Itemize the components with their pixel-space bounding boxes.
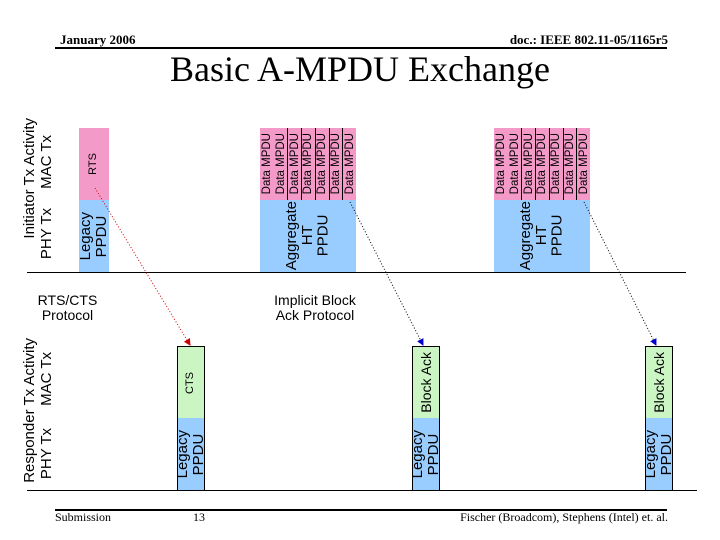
responder-baseline bbox=[27, 490, 697, 491]
footer-submission: Submission bbox=[55, 510, 112, 524]
aggregate-ht-ppdu: Aggregate HT PPDU bbox=[260, 200, 356, 272]
data-mpdu: Data MPDU bbox=[548, 128, 563, 200]
legacy-ppdu: Legacy PPDU bbox=[642, 418, 675, 490]
header-doc: doc.: IEEE 802.11-05/1165r5 bbox=[509, 32, 668, 47]
data-mpdu: Data MPDU bbox=[342, 128, 356, 200]
data-mpdu: Data MPDU bbox=[507, 128, 522, 200]
data-mpdu: Data MPDU bbox=[314, 128, 329, 200]
rts-frame: RTS bbox=[79, 128, 109, 200]
data-mpdu: Data MPDU bbox=[328, 128, 343, 200]
aggregate-ht-ppdu: Aggregate HT PPDU bbox=[494, 200, 590, 272]
legacy-ppdu: Legacy PPDU bbox=[409, 418, 442, 490]
rts-cts-protocol-label: RTS/CTS Protocol bbox=[37, 292, 98, 324]
block-ack-frame: Block Ack bbox=[412, 346, 440, 418]
data-mpdu: Data MPDU bbox=[576, 128, 590, 200]
header-date: January 2006 bbox=[60, 32, 136, 47]
data-mpdu: Data MPDU bbox=[521, 128, 536, 200]
aggregate1-to-blockack-arrow bbox=[349, 201, 424, 346]
block-ack-protocol-label: Implicit Block Ack Protocol bbox=[274, 292, 356, 324]
aggregate2-to-blockack-arrow bbox=[583, 201, 657, 346]
rts-to-cts-arrow bbox=[94, 187, 191, 346]
cts-frame: CTS bbox=[177, 346, 205, 418]
data-mpdu: Data MPDU bbox=[562, 128, 577, 200]
block-ack-frame: Block Ack bbox=[645, 346, 673, 418]
data-mpdu: Data MPDU bbox=[260, 128, 274, 200]
footer-rule bbox=[55, 509, 667, 511]
footer-page-number: 13 bbox=[193, 510, 205, 524]
data-mpdu: Data MPDU bbox=[494, 128, 508, 200]
data-mpdu: Data MPDU bbox=[301, 128, 315, 200]
header-rule bbox=[55, 47, 667, 49]
initiator-baseline bbox=[27, 272, 686, 273]
page-title: Basic A-MPDU Exchange bbox=[170, 49, 550, 89]
rts-legacy-ppdu: Legacy PPDU bbox=[77, 200, 110, 272]
data-mpdu: Data MPDU bbox=[273, 128, 288, 200]
footer-authors: Fischer (Broadcom), Stephens (Intel) et.… bbox=[460, 510, 668, 524]
legacy-ppdu: Legacy PPDU bbox=[174, 418, 207, 490]
data-mpdu: Data MPDU bbox=[287, 128, 302, 200]
data-mpdu: Data MPDU bbox=[535, 128, 549, 200]
